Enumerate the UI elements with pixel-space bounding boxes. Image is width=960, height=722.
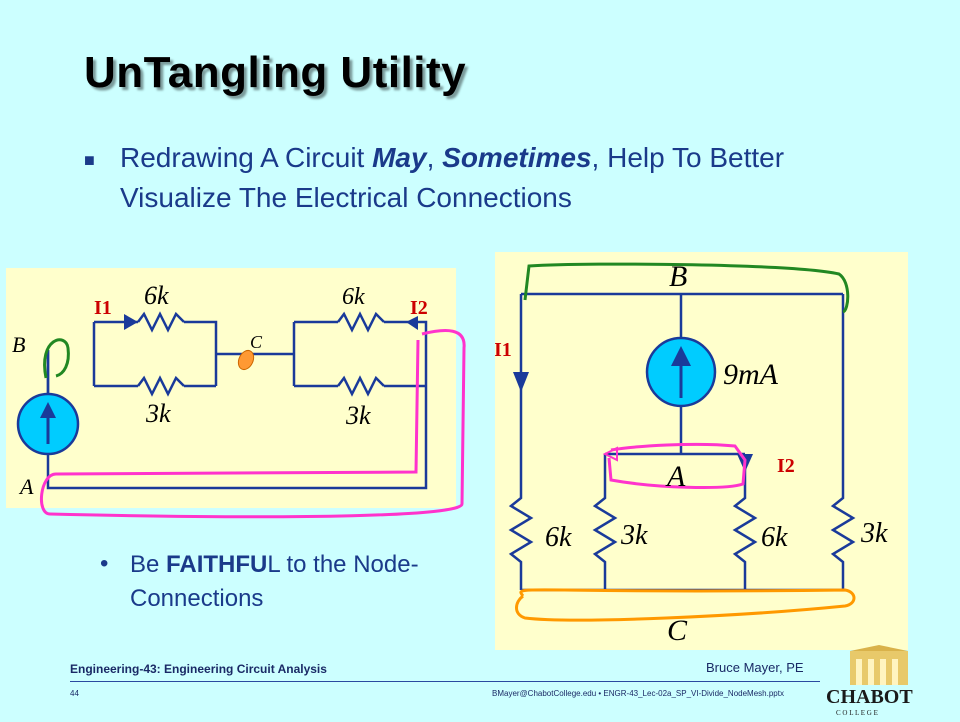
label-node-a: A [18,474,34,499]
label-r-bottom-left: 3k [145,399,171,428]
sub-bullet-text: Be FAITHFUL to the Node-Connections [130,551,419,612]
green-trace [523,262,850,314]
label-r-top-right: 6k [342,284,365,310]
orange-trace [515,588,856,622]
main-bullet-text: Redrawing A Circuit May, Sometimes, Help… [120,142,785,213]
node-c-marker [237,349,255,371]
logo-subtext: C O L L E G E [836,709,878,717]
label-r3: 6k [761,522,788,553]
footer-author: Bruce Mayer, PE [706,660,804,675]
arrow-i1-icon [513,372,529,392]
label-r4: 3k [860,518,888,549]
footer-course: Engineering-43: Engineering Circuit Anal… [70,662,327,676]
logo-text: CHABOT [826,686,913,708]
arrow-i2-icon [406,316,418,330]
label-node-c: C [667,614,688,647]
left-circuit-panel: I1 I2 6k 3k 6k 3k B A C [6,268,466,519]
footer-filename: BMayer@ChabotCollege.edu • ENGR-43_Lec-0… [492,689,784,698]
magenta-trace [39,329,466,519]
label-node-a: A [665,460,686,493]
round-bullet-icon: • [100,550,109,577]
right-circuit-panel: B A C 9mA I1 I2 6k 3k 6k 3k [495,252,908,650]
magenta-trace [607,442,747,489]
footer-divider [70,681,820,682]
slide-title: UnTangling Utility [84,48,467,97]
chabot-logo-icon: CHABOT C O L L E G E [826,645,913,717]
right-circuit-diagram: B A C 9mA I1 I2 6k 3k 6k 3k [495,260,888,647]
label-i1: I1 [495,339,512,361]
label-r2: 3k [620,520,648,551]
green-trace [43,338,70,379]
label-i2: I2 [777,455,795,477]
left-circuit-diagram: I1 I2 6k 3k 6k 3k B A C [12,281,466,519]
label-node-b: B [12,332,25,357]
arrow-i1-icon [124,314,138,330]
label-i2: I2 [410,297,428,319]
label-r-bottom-right: 3k [345,401,371,430]
square-bullet-icon: ■ [84,150,95,170]
label-r-top-left: 6k [144,281,169,310]
label-i1: I1 [94,297,112,319]
label-source: 9mA [723,358,779,391]
label-node-b: B [669,260,687,293]
label-node-c: C [250,332,263,352]
label-r1: 6k [545,522,572,553]
footer-page-number: 44 [70,689,79,698]
chabot-logo: CHABOT C O L L E G E [822,645,932,717]
